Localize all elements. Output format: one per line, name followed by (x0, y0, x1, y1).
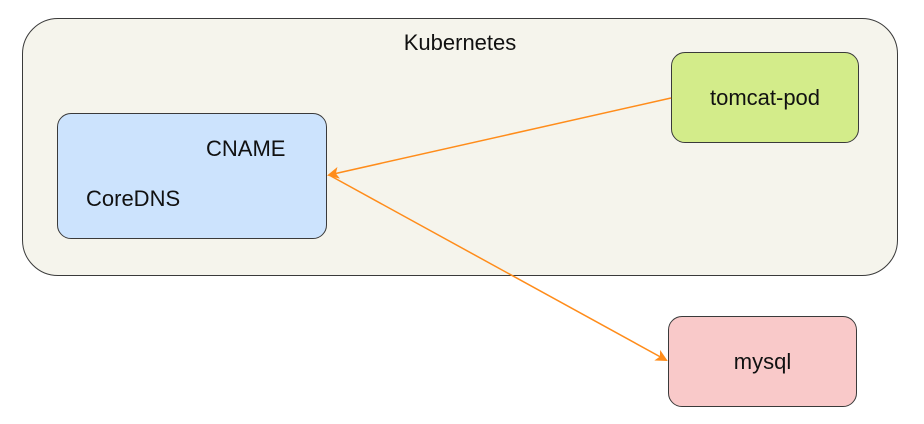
coredns-node[interactable]: CNAME CoreDNS (57, 113, 327, 239)
tomcat-pod-node[interactable]: tomcat-pod (671, 52, 859, 143)
coredns-label: CoreDNS (86, 186, 181, 211)
tomcat-pod-label: tomcat-pod (709, 84, 821, 110)
cname-label: CNAME (206, 136, 286, 161)
cluster-title: Kubernetes (403, 30, 517, 55)
mysql-node[interactable]: mysql (668, 316, 857, 407)
mysql-label: mysql (733, 348, 792, 374)
